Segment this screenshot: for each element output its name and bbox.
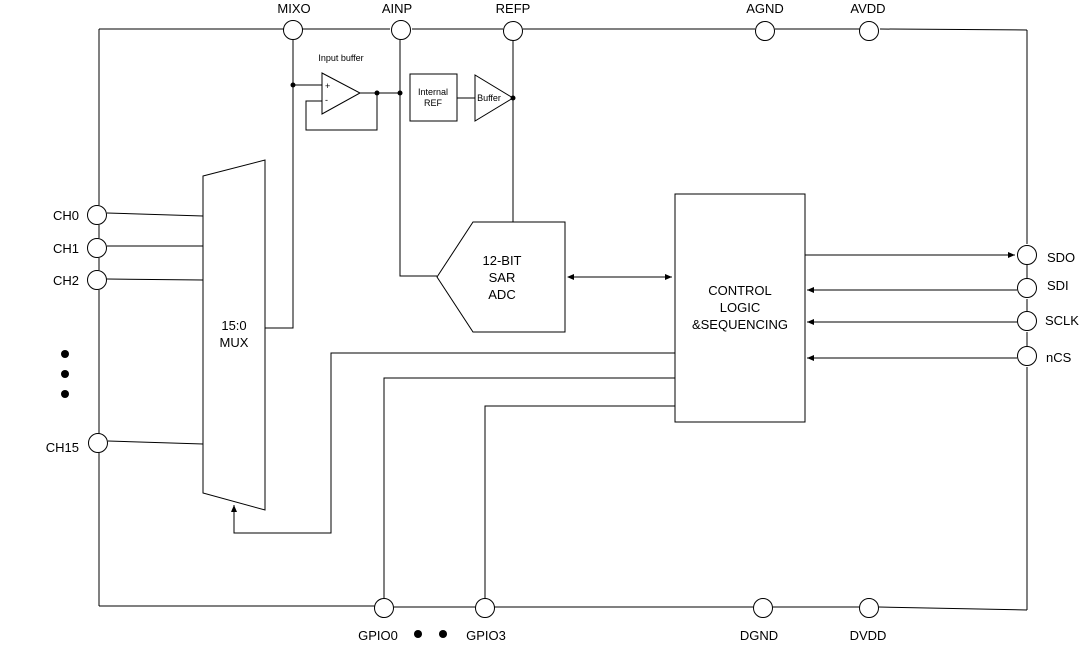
control-label-line1: CONTROL [708,283,772,298]
opamp-plus-label: + [325,81,330,91]
sdi-pin-icon [1017,278,1037,298]
dgnd-pin-icon [753,598,773,618]
input-buffer-amplifier: Input buffer + - [305,53,403,131]
avdd-pin-icon [859,21,879,41]
ch0-label: CH0 [53,208,79,223]
chip-outline [98,28,1028,611]
avdd-label: AVDD [850,1,885,16]
ch2-pin-icon [87,270,107,290]
adc-label-line2: SAR [489,270,516,285]
channel-wires [106,212,204,445]
sar-adc-block: 12-BIT SAR ADC [436,221,566,333]
ainp-wire [399,40,437,277]
dvdd-label: DVDD [850,628,887,643]
mux-label-line1: 15:0 [221,318,246,333]
ch15-label: CH15 [46,440,79,455]
sdo-pin-icon [1017,245,1037,265]
dvdd-pin-icon [859,598,879,618]
sdo-label: SDO [1047,250,1075,265]
ainp-pin-icon [391,20,411,40]
control-to-mux-and-gpio-wires [231,352,675,598]
dgnd-label: DGND [740,628,778,643]
control-label-line3: &SEQUENCING [692,317,788,332]
opamp-minus-label: - [325,95,328,105]
gpio0-label: GPIO0 [358,628,398,643]
ch1-label: CH1 [53,241,79,256]
adc-label-line3: ADC [488,287,515,302]
gpio3-pin-icon [475,598,495,618]
mixo-pin-icon [283,20,303,40]
adc-label-line1: 12-BIT [482,253,521,268]
ncs-pin-icon [1017,346,1037,366]
ch15-pin-icon [88,433,108,453]
control-label-line2: LOGIC [720,300,760,315]
gpio0-pin-icon [374,598,394,618]
ch1-pin-icon [87,238,107,258]
mux-block: 15:0 MUX [202,159,266,511]
internal-ref-label-line2: REF [424,98,443,108]
channel-ellipsis-icon [61,350,69,398]
sclk-pin-icon [1017,311,1037,331]
gpio3-label: GPIO3 [466,628,506,643]
input-buffer-label: Input buffer [318,53,363,63]
ainp-label: AINP [382,1,412,16]
serial-interface-wires [805,252,1017,361]
agnd-pin-icon [755,21,775,41]
refp-pin-icon [503,21,523,41]
ref-buffer-label: Buffer [477,93,501,103]
refp-label: REFP [496,1,531,16]
sclk-label: SCLK [1045,313,1079,328]
ncs-label: nCS [1046,350,1072,365]
control-logic-block: CONTROL LOGIC &SEQUENCING [674,193,806,423]
mux-label-line2: MUX [220,335,249,350]
sdi-label: SDI [1047,278,1069,293]
ch0-pin-icon [87,205,107,225]
mixo-label: MIXO [277,1,310,16]
internal-ref-label-line1: Internal [418,87,448,97]
internal-reference: Internal REF Buffer [409,41,516,222]
agnd-label: AGND [746,1,784,16]
ch2-label: CH2 [53,273,79,288]
gpio-ellipsis-icon [414,630,447,638]
mux-output-wires [265,40,322,329]
